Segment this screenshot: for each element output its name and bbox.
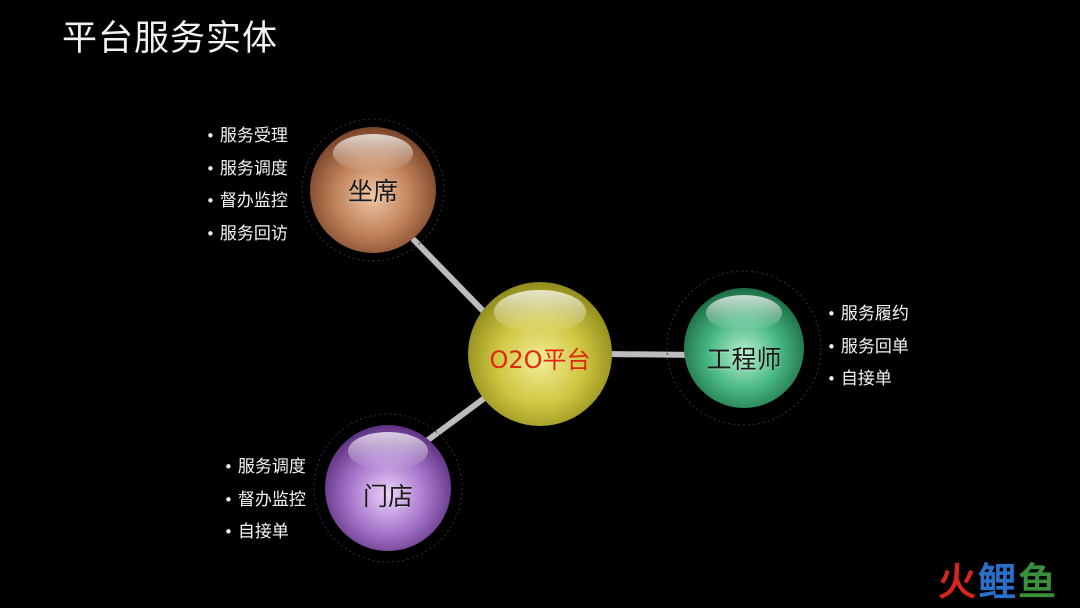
sphere-engineer [684,288,804,408]
node-label-engineer: 工程师 [706,345,782,374]
connector-agent [411,237,493,321]
engineer-items: 服务履约 服务回单 自接单 [827,298,909,396]
node-label-store: 门店 [362,482,413,511]
watermark-char-3: 鱼 [1017,560,1058,604]
sphere-center [468,282,612,426]
watermark-logo: 火鲤鱼 [938,551,1058,606]
watermark-char-1: 火 [937,560,978,604]
node-label-agent: 坐席 [347,177,398,206]
list-item: 督办监控 [224,484,306,517]
list-item: 督办监控 [206,185,288,218]
list-item: 自接单 [224,516,306,549]
list-item: 服务调度 [206,153,288,186]
halo-agent [301,118,445,262]
list-item: 服务调度 [224,451,306,484]
halo-engineer [666,270,822,426]
store-items: 服务调度 督办监控 自接单 [224,451,306,549]
node-label-center: O2O平台 [489,346,591,374]
list-item: 服务受理 [206,120,288,153]
connector-store [425,391,493,443]
list-item: 服务回单 [827,331,909,364]
list-item: 自接单 [827,363,909,396]
halo-store [313,413,463,563]
sphere-store [325,425,451,551]
list-item: 服务回访 [206,218,288,251]
agent-items: 服务受理 服务调度 督办监控 服务回访 [206,120,288,250]
page-title: 平台服务实体 [62,19,279,59]
list-item: 服务履约 [827,298,909,331]
watermark-char-2: 鲤 [977,560,1018,604]
sphere-agent [310,127,436,253]
